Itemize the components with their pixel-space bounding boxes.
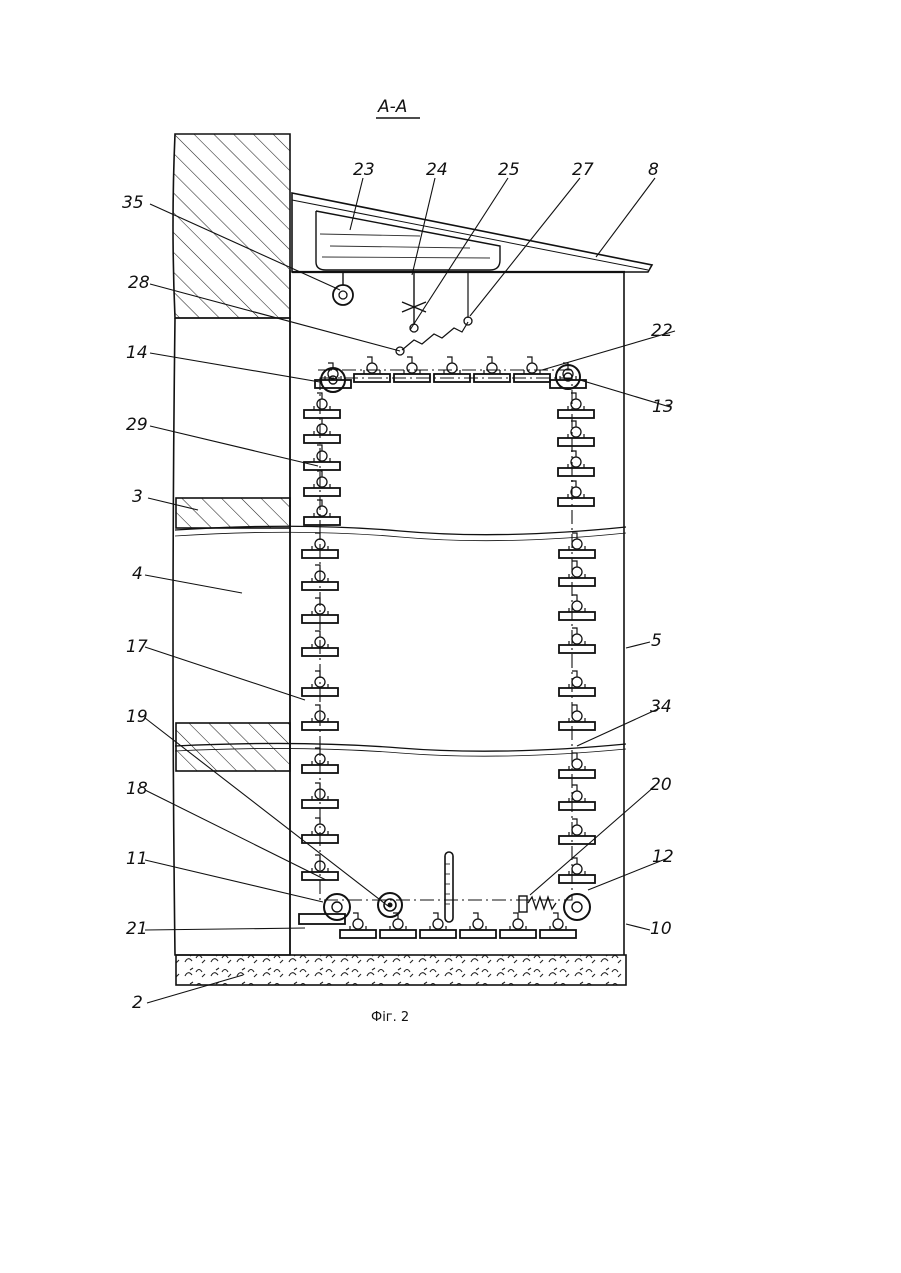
carrier (304, 445, 340, 470)
carrier (558, 481, 594, 506)
callout-17: 17 (126, 637, 148, 657)
leader-line (145, 647, 305, 700)
carrier (540, 913, 576, 938)
callout-23: 23 (353, 160, 375, 180)
floor-slab-upper (176, 498, 290, 528)
callout-24: 24 (426, 160, 448, 180)
carrier (559, 628, 595, 653)
callout-25: 25 (498, 160, 520, 180)
callout-11: 11 (126, 849, 148, 869)
carrier (559, 819, 595, 844)
section-title: A-A (376, 97, 420, 118)
sprocket-12 (564, 894, 590, 920)
callout-14: 14 (126, 343, 148, 363)
ground-foundation (176, 955, 626, 985)
carrier (559, 753, 595, 778)
carrier (460, 913, 496, 938)
sprocket-11 (324, 894, 350, 920)
carrier (559, 671, 595, 696)
carrier (304, 500, 340, 525)
callout-27: 27 (572, 160, 594, 180)
carrier (420, 913, 456, 938)
carrier (304, 471, 340, 496)
leader-line (145, 860, 323, 902)
callout-18: 18 (126, 779, 148, 799)
callout-10: 10 (650, 919, 672, 939)
callout-4: 4 (132, 564, 143, 584)
leader-line (350, 178, 363, 230)
leader-line (577, 708, 660, 746)
figure-caption: Фіг. 2 (371, 1010, 409, 1025)
carrier (558, 451, 594, 476)
masonry-wall (173, 134, 290, 955)
callout-20: 20 (650, 775, 672, 795)
leader-line (412, 178, 435, 275)
callout-5: 5 (651, 631, 662, 651)
callout-35: 35 (122, 193, 144, 213)
section-title-text: A-A (377, 97, 407, 117)
callout-8: 8 (648, 160, 659, 180)
callout-21: 21 (126, 919, 148, 939)
callout-22: 22 (651, 321, 673, 341)
leader-line (626, 642, 650, 648)
callout-19: 19 (126, 707, 148, 727)
carrier (559, 595, 595, 620)
carrier (500, 913, 536, 938)
carrier (559, 533, 595, 558)
thermometer-34 (445, 852, 453, 922)
leader-line (145, 928, 305, 930)
callout-2: 2 (132, 993, 143, 1013)
leader-line (145, 575, 242, 593)
carrier (304, 393, 340, 418)
leader-line (150, 426, 318, 466)
callout-13: 13 (652, 397, 674, 417)
carrier-group (302, 357, 595, 938)
callout-3: 3 (132, 487, 143, 507)
carrier (558, 421, 594, 446)
carrier (558, 393, 594, 418)
tension-spring-20 (528, 897, 556, 909)
callout-34: 34 (650, 697, 672, 717)
leader-line (150, 353, 320, 382)
callout-29: 29 (126, 415, 148, 435)
leader-line (626, 924, 650, 930)
carrier (304, 418, 340, 443)
callout-12: 12 (652, 847, 674, 867)
leader-line (410, 178, 508, 330)
callout-28: 28 (128, 273, 150, 293)
carrier (559, 705, 595, 730)
carrier (559, 858, 595, 883)
conveyor-loop (299, 357, 595, 938)
floor-slab-lower (176, 723, 290, 771)
carrier (559, 785, 595, 810)
leader-line (596, 178, 655, 257)
carrier (559, 561, 595, 586)
roof-and-tank (292, 193, 652, 355)
